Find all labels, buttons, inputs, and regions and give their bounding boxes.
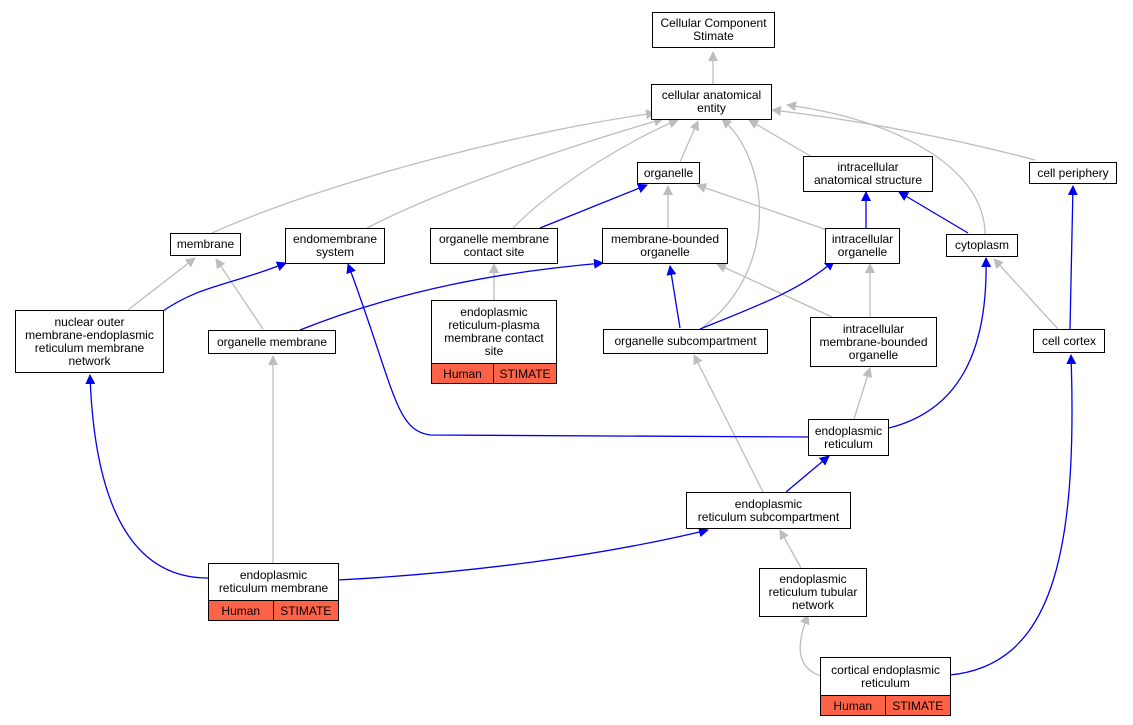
edge-ertub-ersub xyxy=(779,529,802,569)
node-label: endoplasmic reticulum-plasma membrane co… xyxy=(444,305,544,358)
node-label: organelle membrane contact site xyxy=(438,232,550,259)
edge-omcs-cae xyxy=(512,118,679,229)
node-organelle-membrane-contact-site[interactable]: organelle membrane contact site xyxy=(430,228,558,264)
edge-er-cytoplasm xyxy=(888,257,992,429)
edge-orgsub-cae xyxy=(702,118,761,328)
node-label: organelle membrane xyxy=(216,334,328,349)
node-membrane[interactable]: membrane xyxy=(170,233,241,256)
node-intracellular-anatomical-structure[interactable]: intracellular anatomical structure xyxy=(803,156,933,192)
node-er-subcompartment[interactable]: endoplasmic reticulum subcompartment xyxy=(686,492,851,529)
annotation-row: Human STIMATE xyxy=(209,600,338,620)
node-intracellular-membrane-bounded-organelle[interactable]: intracellular membrane-bounded organelle xyxy=(810,317,937,367)
edge-ersub-er xyxy=(785,455,830,493)
node-endoplasmic-reticulum[interactable]: endoplasmic reticulum xyxy=(808,419,889,456)
node-label: cellular anatomical entity xyxy=(661,88,762,115)
organism-cell: Human xyxy=(209,601,274,620)
edge-corter-cortex xyxy=(949,354,1077,676)
node-label: cell periphery xyxy=(1037,165,1109,180)
node-intracellular-organelle[interactable]: intracellular organelle xyxy=(825,228,900,264)
edge-cellper-cae xyxy=(771,106,1036,161)
edge-orgmem-mbo xyxy=(299,258,604,331)
node-endomembrane-system[interactable]: endomembrane system xyxy=(285,228,385,264)
node-label: membrane xyxy=(176,237,235,251)
node-label: endoplasmic reticulum membrane xyxy=(218,568,329,595)
edge-omcs-organelle xyxy=(539,183,648,229)
node-cortical-er[interactable]: cortical endoplasmic reticulum Human STI… xyxy=(820,657,951,716)
edge-ias-cae xyxy=(748,119,813,158)
edge-cortex-cellper xyxy=(1067,185,1078,330)
node-membrane-bounded-organelle[interactable]: membrane-bounded organelle xyxy=(602,228,728,264)
annotation-row: Human STIMATE xyxy=(432,363,556,383)
node-label: cell cortex xyxy=(1041,333,1097,348)
edge-endosys-cae xyxy=(366,116,664,229)
edge-nuclear-membrane xyxy=(127,257,196,311)
node-organelle-subcompartment[interactable]: organelle subcompartment xyxy=(603,329,768,354)
node-label: endoplasmic reticulum subcompartment xyxy=(697,496,840,524)
node-cellular-anatomical-entity[interactable]: cellular anatomical entity xyxy=(651,84,772,120)
organism-cell: Human xyxy=(432,364,494,383)
node-label: endoplasmic reticulum tubular network xyxy=(768,572,858,612)
edge-er-endosys xyxy=(346,263,809,438)
node-er-tubular-network[interactable]: endoplasmic reticulum tubular network xyxy=(759,568,867,617)
edge-er-imbo xyxy=(853,367,873,420)
edge-intorg-organelle xyxy=(696,183,831,232)
edge-nuclear-endosys xyxy=(159,261,287,314)
node-label: endomembrane system xyxy=(292,232,378,259)
node-er-plasma-membrane-contact-site[interactable]: endoplasmic reticulum-plasma membrane co… xyxy=(431,300,557,384)
edge-corter-ertub xyxy=(799,614,822,677)
gene-cell: STIMATE xyxy=(892,698,944,713)
annotation-row: Human STIMATE xyxy=(821,695,950,715)
node-label: intracellular membrane-bounded organelle xyxy=(819,321,928,362)
edge-cytoplasm-ias xyxy=(898,191,969,234)
node-label: intracellular organelle xyxy=(831,232,894,259)
node-label: cortical endoplasmic reticulum xyxy=(831,662,940,690)
edge-organelle-cae xyxy=(679,120,699,163)
node-label: cytoplasm xyxy=(954,238,1010,252)
organism-cell: Human xyxy=(821,696,886,715)
node-er-membrane[interactable]: endoplasmic reticulum membrane Human STI… xyxy=(208,563,339,621)
node-label: Cellular Component Stimate xyxy=(660,16,767,43)
node-organelle[interactable]: organelle xyxy=(637,162,700,184)
node-cellular-component[interactable]: Cellular Component Stimate xyxy=(652,12,775,48)
node-cytoplasm[interactable]: cytoplasm xyxy=(946,234,1018,257)
edge-cytoplasm-cae xyxy=(786,101,986,235)
node-label: membrane-bounded organelle xyxy=(610,232,720,259)
node-cell-cortex[interactable]: cell cortex xyxy=(1033,329,1105,353)
edge-orgsub-intorg xyxy=(699,260,835,330)
node-nuclear-outer-membrane-er-network[interactable]: nuclear outer membrane-endoplasmic retic… xyxy=(15,310,164,373)
gene-cell: STIMATE xyxy=(499,366,551,381)
edge-ermem-ersub xyxy=(337,527,709,581)
node-label: organelle xyxy=(643,165,694,180)
edge-cortex-cytoplasm xyxy=(993,258,1059,330)
node-label: intracellular anatomical structure xyxy=(813,160,923,187)
node-label: endoplasmic reticulum xyxy=(814,423,883,451)
node-label: nuclear outer membrane-endoplasmic retic… xyxy=(25,314,154,368)
edge-orgsub-mbo xyxy=(666,265,681,329)
edge-ermem-nuclear xyxy=(85,374,209,579)
edge-imbo-mbo xyxy=(716,263,833,318)
edge-orgmem-membrane xyxy=(215,258,264,330)
node-cell-periphery[interactable]: cell periphery xyxy=(1029,162,1117,184)
edge-membrane-cae xyxy=(211,109,656,234)
gene-cell: STIMATE xyxy=(280,603,332,618)
node-label: organelle subcompartment xyxy=(614,334,757,348)
node-organelle-membrane[interactable]: organelle membrane xyxy=(208,330,336,354)
edge-ersub-orgsub xyxy=(693,354,764,493)
